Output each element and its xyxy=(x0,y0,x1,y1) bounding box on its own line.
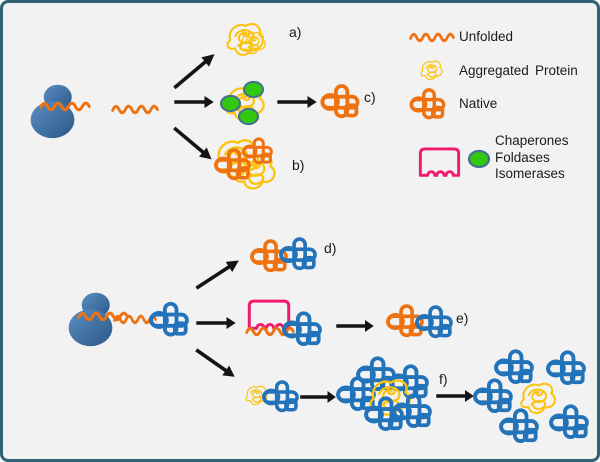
pathway-label-e: e) xyxy=(456,310,469,326)
folding-arrow-icon xyxy=(276,94,318,110)
legend-chaperone-icon xyxy=(415,145,464,178)
pathway-c-arrow-icon xyxy=(173,94,215,110)
native-protein-blue-icon xyxy=(415,305,453,340)
pathway-label-f: f) xyxy=(439,371,448,387)
disaggregation-arrow-icon xyxy=(435,388,475,404)
legend-aggregated-blob-icon xyxy=(419,57,444,82)
native-protein-blue-icon xyxy=(149,301,189,339)
pathway-e-arrow-icon xyxy=(195,315,237,331)
pathway-label-d: d) xyxy=(324,240,337,256)
aggregation-arrow-icon xyxy=(299,389,337,405)
native-protein-blue-icon xyxy=(262,380,299,414)
legend-cofactor-icon xyxy=(467,149,491,169)
chaperone-cofactor-icon xyxy=(242,80,265,99)
legend-native-knot-icon xyxy=(407,88,448,121)
legend-label-aggregated: Aggregated xyxy=(459,63,529,78)
native-protein-blue-icon xyxy=(279,237,317,272)
aggregate-blob-icon xyxy=(238,29,268,55)
native-protein-blue-icon xyxy=(499,408,539,445)
legend-unfolded-squiggle-icon xyxy=(409,30,455,43)
pathway-label-b: b) xyxy=(292,157,305,173)
native-protein-orange-icon xyxy=(242,137,273,166)
native-protein-blue-icon xyxy=(392,393,432,430)
native-protein-blue-icon xyxy=(282,311,322,348)
legend-label-unfolded: Unfolded xyxy=(459,29,514,44)
pathway-label-c: c) xyxy=(364,89,376,105)
pathway-label-a: a) xyxy=(289,24,302,40)
legend-label-chaperones: Chaperones xyxy=(495,133,569,148)
unfolded-protein-squiggle-icon xyxy=(111,102,159,115)
chaperone-cofactor-icon xyxy=(237,107,260,126)
pathway-d-arrow-icon xyxy=(191,253,245,296)
folding-arrow-icon xyxy=(335,318,375,334)
pathway-b-arrow-icon xyxy=(168,121,218,167)
pathway-a-arrow-icon xyxy=(168,47,221,95)
legend-label-protein: Protein xyxy=(535,63,578,78)
legend-label-foldases: Foldases xyxy=(495,149,550,165)
native-protein-orange-icon xyxy=(320,84,360,120)
nascent-chain-squiggle-icon xyxy=(39,99,91,112)
pathway-f-arrow-icon xyxy=(190,342,240,384)
legend-label-native: Native xyxy=(459,96,498,111)
native-protein-blue-icon xyxy=(549,404,589,441)
legend-label-chaperones-block: Chaperones Foldases Isomerases xyxy=(495,133,569,183)
legend-label-isomerases: Isomerases xyxy=(495,166,565,181)
